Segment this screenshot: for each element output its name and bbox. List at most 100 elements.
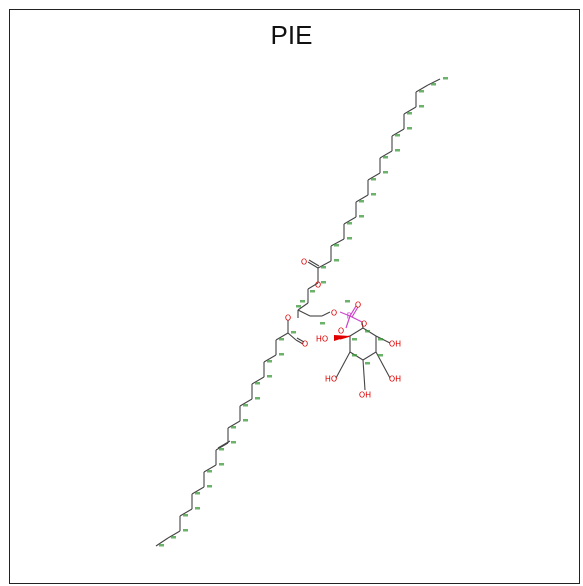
- stereo-wedge: [334, 335, 350, 341]
- phosphate-oxygen-double: O: [355, 301, 361, 310]
- lower-chain-atom-name: [195, 507, 200, 510]
- ring-atom-name: [365, 330, 370, 333]
- lower-chain-atom-name: [219, 463, 224, 466]
- hydroxyl-bond: [335, 351, 351, 379]
- lower-chain-atom-name: [207, 470, 212, 473]
- lower-acyl-chain-bond: [227, 420, 241, 429]
- lower-chain-atom-name: [183, 514, 188, 517]
- upper-chain-atom-name: [371, 178, 376, 181]
- lower-acyl-chain-bond: [215, 442, 229, 451]
- ester-oxygen-lower: O: [285, 314, 291, 323]
- ring-atom-name: [352, 338, 357, 341]
- hydroxyl-bond: [362, 359, 366, 391]
- lower-chain-atom-name: [171, 536, 176, 539]
- inositol-ring-bond: [362, 351, 377, 361]
- lower-chain-atom-name: [291, 331, 296, 334]
- glycerol-atom-name: [300, 300, 305, 303]
- upper-acyl-chain-bond: [367, 172, 381, 181]
- upper-chain-atom-name: [334, 244, 339, 247]
- phosphate-bond: [339, 311, 351, 317]
- lower-chain-atom-name: [159, 544, 164, 547]
- inositol-link-bond: [361, 321, 364, 329]
- phosphate-oxygen-ring: O: [361, 320, 367, 329]
- hydroxyl-5: OH: [359, 391, 371, 400]
- upper-chain-atom-name: [347, 237, 352, 240]
- upper-acyl-chain-bond: [343, 216, 357, 225]
- upper-acyl-chain-bond: [317, 260, 332, 269]
- lower-acyl-chain-bond: [203, 464, 217, 473]
- molecule-title: PIE: [270, 20, 313, 50]
- lower-carbonyl-bond: [296, 337, 305, 343]
- upper-chain-atom-name: [383, 156, 388, 159]
- lower-chain-atom-name: [219, 448, 224, 451]
- phosphate-bond: [345, 315, 351, 329]
- upper-carbonyl-bond: [308, 259, 320, 267]
- lower-acyl-chain-bond: [179, 508, 193, 517]
- phosphorus-atom: P: [347, 312, 352, 321]
- upper-chain-atom-name: [359, 200, 364, 203]
- lower-chain-atom-name: [279, 338, 284, 341]
- hydroxyl-2: HO: [316, 335, 328, 344]
- upper-chain-atom-name: [321, 266, 326, 269]
- upper-chain-atom-name: [383, 171, 388, 174]
- lower-chain-atom-name: [279, 353, 284, 356]
- lower-acyl-chain-bond: [263, 354, 277, 363]
- lower-chain-atom-name: [255, 397, 260, 400]
- lower-chain-atom-name: [243, 404, 248, 407]
- lower-chain-atom-name: [231, 426, 236, 429]
- lower-acyl-chain-bond: [275, 332, 289, 341]
- lower-acyl-chain-bond: [167, 530, 181, 539]
- ring-atom-name: [378, 354, 383, 357]
- upper-acyl-chain-bond: [391, 128, 405, 137]
- upper-acyl-chain-bond: [379, 150, 393, 159]
- glycerol-bond: [321, 311, 331, 317]
- lower-chain-atom-name: [231, 441, 236, 444]
- lower-chain-atom-name: [207, 485, 212, 488]
- glycerol-bond: [297, 309, 311, 317]
- upper-chain-atom-name: [431, 83, 436, 86]
- upper-chain-atom-name: [359, 215, 364, 218]
- lower-ester-bond: [287, 332, 297, 341]
- hydroxyl-3: OH: [389, 340, 401, 349]
- phosphate-bond: [349, 315, 363, 323]
- ring-atom-name: [352, 354, 357, 357]
- upper-carbonyl-bond: [307, 261, 319, 269]
- glycerol-atom-name: [345, 300, 350, 303]
- lower-chain-atom-name: [243, 419, 248, 422]
- ring-atom-name: [365, 362, 370, 365]
- upper-chain-atom-name: [395, 149, 400, 152]
- figure-frame: [9, 9, 580, 584]
- upper-chain-atom-name: [347, 222, 352, 225]
- upper-acyl-chain-bond: [355, 194, 369, 203]
- glycerol-atom-name: [310, 290, 315, 293]
- lower-acyl-chain-bond: [155, 537, 169, 547]
- phosphate-bond: [349, 305, 357, 317]
- upper-acyl-chain-bond: [403, 106, 417, 115]
- upper-chain-atom-name: [407, 127, 412, 130]
- upper-chain-atom-name: [443, 77, 448, 80]
- upper-acyl-chain-bond: [330, 238, 345, 247]
- glycerol-bond: [297, 302, 309, 311]
- lower-chain-atom-name: [195, 492, 200, 495]
- upper-chain-atom-name: [419, 90, 424, 93]
- upper-acyl-chain-bond: [415, 84, 429, 93]
- upper-chain-atom-name: [407, 112, 412, 115]
- upper-chain-atom-name: [395, 134, 400, 137]
- upper-chain-atom-name: [419, 105, 424, 108]
- upper-acyl-chain-bond: [427, 78, 441, 86]
- hydroxyl-4: OH: [389, 375, 401, 384]
- lower-acyl-chain-bond: [191, 486, 205, 495]
- ring-atom-name: [378, 338, 383, 341]
- glycerol-bond: [307, 282, 319, 290]
- lower-chain-atom-name: [255, 382, 260, 385]
- bond-layer: [155, 78, 441, 547]
- carbonyl-oxygen-lower: O: [302, 340, 308, 349]
- upper-chain-atom-name: [334, 259, 339, 262]
- lower-chain-atom-name: [267, 360, 272, 363]
- ester-oxygen-upper: O: [315, 281, 321, 290]
- lower-carbonyl-bond: [295, 339, 304, 345]
- lower-chain-atom-name: [183, 529, 188, 532]
- glycerol-atom-name: [296, 305, 301, 308]
